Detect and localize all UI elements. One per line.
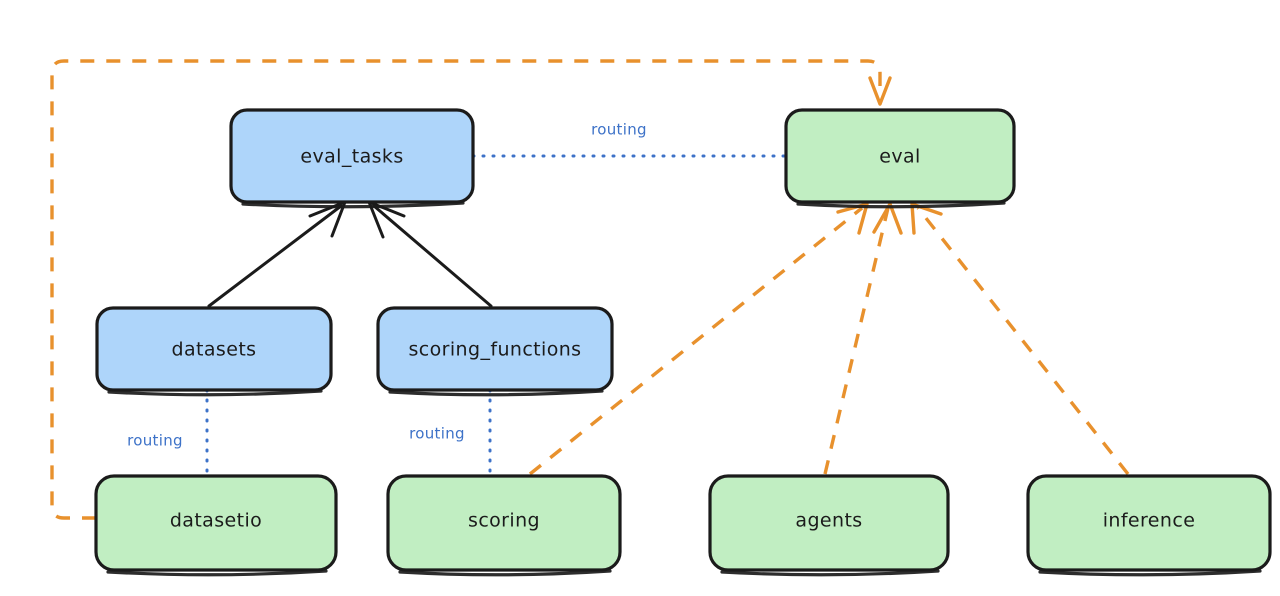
- node-eval-shape[interactable]: [784, 108, 1016, 204]
- node-scoring-functions-shape[interactable]: [376, 306, 614, 392]
- node-eval-tasks-underline: [241, 201, 465, 209]
- node-eval-tasks-label: eval_tasks: [300, 146, 403, 168]
- edge-datasets-eval-tasks: [207, 200, 347, 308]
- node-agents-label: agents: [795, 510, 862, 532]
- node-agents-underline: [720, 569, 940, 577]
- node-eval-label: eval: [879, 146, 920, 168]
- node-eval[interactable]: eval: [784, 108, 1016, 209]
- node-layer: eval_tasks eval datasets scoring_functio…: [94, 108, 1272, 577]
- edge-datasetio-eval-path: [50, 59, 882, 520]
- edge-label-routing-eval-tasks-eval: routing: [591, 121, 647, 139]
- node-agents[interactable]: agents: [708, 474, 950, 577]
- edge-scoring-functions-eval-tasks: [367, 200, 493, 308]
- node-datasetio-label: datasetio: [170, 510, 262, 532]
- edge-inference-eval: [910, 202, 1130, 476]
- edge-label-routing-scoring-functions-scoring: routing: [409, 425, 465, 443]
- edge-agents-eval: [823, 202, 903, 475]
- node-scoring-label: scoring: [468, 510, 540, 532]
- edge-datasetio-eval: [50, 59, 892, 520]
- edge-label-layer: routing routing routing: [127, 121, 647, 450]
- edge-scoring-eval-path: [528, 206, 864, 476]
- node-datasetio-underline: [106, 569, 328, 577]
- edge-inference-eval-arrowhead: [910, 202, 943, 235]
- node-inference-label: inference: [1103, 510, 1196, 532]
- edge-datasets-eval-tasks-path: [207, 204, 343, 308]
- node-scoring-functions-label: scoring_functions: [409, 339, 582, 361]
- node-eval-tasks-shape[interactable]: [229, 108, 475, 204]
- edge-label-routing-datasets-datasetio: routing: [127, 432, 183, 450]
- node-datasets-underline: [107, 389, 323, 397]
- node-agents-shape[interactable]: [708, 474, 950, 572]
- node-eval-tasks[interactable]: eval_tasks: [229, 108, 475, 209]
- edge-inference-eval-path: [916, 206, 1130, 476]
- edge-datasetio-eval-arrowhead: [868, 76, 892, 106]
- node-datasetio[interactable]: datasetio: [94, 474, 338, 577]
- edge-layer: [50, 59, 1130, 520]
- node-scoring-underline: [398, 569, 612, 577]
- node-scoring-shape[interactable]: [386, 474, 622, 572]
- edge-scoring-eval-arrowhead: [836, 202, 869, 235]
- node-scoring-functions-underline: [388, 389, 604, 397]
- node-scoring[interactable]: scoring: [386, 474, 622, 577]
- node-datasets-label: datasets: [172, 339, 257, 361]
- node-eval-underline: [796, 201, 1006, 209]
- node-scoring-functions[interactable]: scoring_functions: [376, 306, 614, 397]
- edge-agents-eval-arrowhead: [872, 202, 903, 235]
- edge-scoring-eval: [528, 202, 869, 476]
- node-inference[interactable]: inference: [1026, 474, 1272, 577]
- node-datasetio-shape[interactable]: [94, 474, 338, 572]
- node-datasets[interactable]: datasets: [95, 306, 333, 397]
- node-inference-shape[interactable]: [1026, 474, 1272, 572]
- node-inference-underline: [1038, 569, 1262, 577]
- edge-scoring-functions-eval-tasks-path: [372, 204, 493, 308]
- node-datasets-shape[interactable]: [95, 306, 333, 392]
- edge-agents-eval-path: [823, 207, 890, 475]
